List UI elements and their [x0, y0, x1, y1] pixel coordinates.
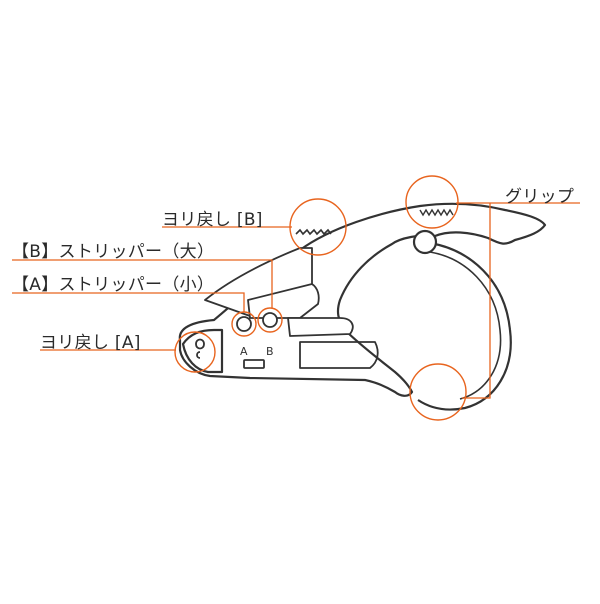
label-plate: [243, 359, 265, 369]
highlight-grip: [405, 175, 459, 229]
tool-mark-a: A: [240, 345, 248, 358]
leader-stripper-a: [12, 292, 245, 312]
highlight-loop: [409, 363, 467, 421]
serrated-teeth: [295, 228, 332, 236]
highlight-stripper-a: [231, 311, 257, 337]
leader-stripper-b: [12, 259, 273, 308]
label-yori-a: ヨリ戻し [A]: [40, 333, 141, 353]
highlight-stripper-b: [257, 307, 283, 333]
body-groove: [299, 341, 379, 369]
stripper-slot: [287, 317, 354, 337]
label-stripper-b: 【B】ストリッパー（大）: [12, 242, 215, 262]
spring-loop: [417, 241, 512, 411]
label-grip: グリップ: [505, 187, 575, 207]
grip-texture: [419, 208, 454, 217]
pivot-knob: [412, 229, 438, 255]
leader-grip-drop: [462, 203, 491, 399]
stripper-hole-b: [262, 312, 278, 328]
highlight-yori-a: [174, 331, 216, 373]
label-stripper-a: 【A】ストリッパー（小）: [12, 275, 215, 295]
stripper-hole-a: [236, 316, 252, 332]
spring-loop-inner: [429, 251, 502, 400]
label-yori-b: ヨリ戻し [B]: [162, 210, 263, 230]
tool-mark-b: B: [266, 345, 274, 358]
yori-a-hook: [195, 338, 205, 359]
highlight-yori-b: [289, 198, 347, 256]
